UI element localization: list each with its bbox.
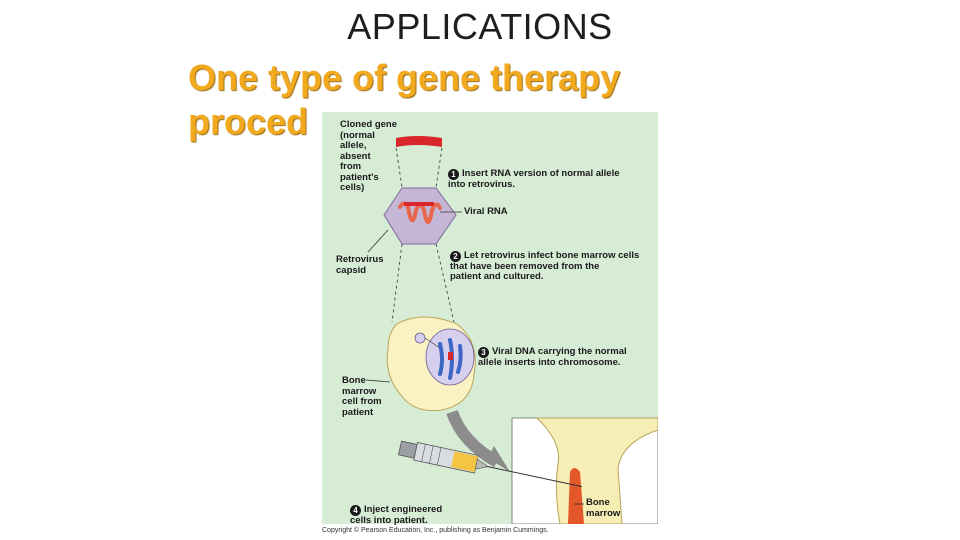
slide-title: APPLICATIONS (347, 6, 613, 47)
guide-line (391, 243, 403, 323)
chromosome (456, 344, 463, 374)
virus-particle (414, 332, 426, 344)
chromosome (438, 342, 444, 376)
slide-subtitle: One type of gene therapy proced (188, 57, 621, 142)
step-3-text: Viral DNA carrying the normal allele ins… (478, 345, 627, 368)
step-1-number: 1 (448, 168, 459, 180)
bone-marrow-label: Bone marrow (586, 497, 621, 519)
step-3-number: 3 (478, 346, 489, 358)
step-4-number: 4 (350, 504, 361, 516)
inserted-gene-in-rna (404, 202, 434, 206)
syringe (398, 440, 583, 488)
retrovirus-capsid-label: Retrovirus capsid (336, 254, 384, 276)
guide-line (435, 243, 455, 323)
viral-rna-label: Viral RNA (464, 206, 508, 217)
figure-illustration (365, 136, 658, 524)
inserted-normal-allele (448, 352, 453, 360)
step-4-text: Inject engineered cells into patient. (350, 503, 443, 526)
cloned-gene-label: Cloned gene (normal allele, absent from … (340, 119, 398, 193)
step-2-text: Let retrovirus infect bone marrow cells … (450, 249, 640, 282)
step-2-number: 2 (450, 250, 461, 262)
step-1-text: Insert RNA version of normal allele into… (448, 167, 620, 190)
bone-marrow-cell-label: Bone marrow cell from patient (342, 375, 382, 418)
cell-pointer (365, 379, 391, 383)
capsid-pointer (367, 229, 389, 253)
dna-insert-arrow (424, 337, 441, 349)
retrovirus-capsid-shape (383, 187, 457, 245)
transfer-arrow-head (488, 446, 510, 472)
bone-shape (535, 417, 658, 524)
guide-line (435, 147, 443, 188)
copyright-notice: Copyright © Pearson Education, Inc., pub… (322, 527, 549, 534)
guide-line (395, 147, 403, 188)
bone-marrow-region (568, 468, 584, 524)
cloned-gene-segment (396, 136, 442, 147)
gene-therapy-figure: Cloned gene (normal allele, absent from … (322, 112, 658, 526)
